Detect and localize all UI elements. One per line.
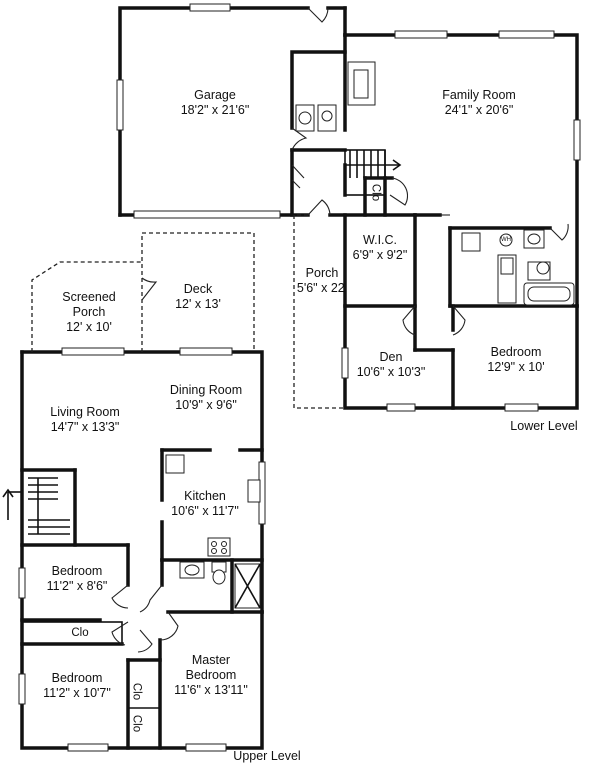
wic-label: W.I.C. 6'9" x 9'2" bbox=[353, 233, 408, 263]
porch-name: Porch bbox=[305, 266, 339, 280]
master-bedroom-name-2: Bedroom bbox=[185, 668, 237, 682]
upper-level-caption: Upper Level bbox=[233, 749, 301, 763]
upper-bedroom-2-size: 11'2" x 10'7" bbox=[43, 686, 111, 700]
lower-doors bbox=[291, 7, 569, 336]
water-heater-icon bbox=[499, 233, 513, 247]
kitchen-name: Kitchen bbox=[184, 489, 226, 503]
porch-outline bbox=[293, 214, 345, 409]
family-room-label: Family Room 24'1" x 20'6" bbox=[442, 88, 516, 118]
porch-label: Porch 5'6" x 22' bbox=[297, 266, 347, 296]
kitchen-size: 10'6" x 11'7" bbox=[171, 504, 239, 518]
master-bedroom-label: Master Bedroom 11'6" x 13'11" bbox=[174, 653, 248, 698]
garage-name: Garage bbox=[194, 88, 236, 102]
lower-windows bbox=[116, 3, 581, 412]
water-heater-label: WH bbox=[501, 237, 511, 243]
den-label: Den 10'6" x 10'3" bbox=[357, 350, 426, 380]
living-room-label: Living Room 14'7" x 13'3" bbox=[50, 405, 119, 435]
upper-stairs bbox=[2, 477, 70, 535]
screened-porch-label: Screened Porch 12' x 10' bbox=[62, 290, 116, 335]
lower-bedroom-label: Bedroom 12'9" x 10' bbox=[487, 345, 544, 375]
den-size: 10'6" x 10'3" bbox=[356, 365, 426, 379]
upper-closet-3-label: Clo bbox=[130, 714, 143, 733]
den-name: Den bbox=[379, 350, 403, 364]
living-room-name: Living Room bbox=[50, 405, 120, 419]
master-bedroom-size: 11'6" x 13'11" bbox=[174, 683, 248, 697]
garage-size: 18'2" x 21'6" bbox=[180, 103, 250, 117]
screened-porch-name-2: Porch bbox=[72, 305, 106, 319]
upper-closet-1-label: Clo bbox=[71, 627, 89, 639]
lower-bedroom-size: 12'9" x 10' bbox=[487, 360, 545, 374]
upper-bedroom-1-label: Bedroom 11'2" x 8'6" bbox=[47, 564, 108, 594]
upper-closet-2-label: Clo bbox=[130, 682, 143, 701]
master-bedroom-name-1: Master bbox=[191, 653, 231, 667]
stove bbox=[207, 537, 231, 557]
wic-walls bbox=[343, 213, 417, 308]
upper-bedroom-1-name: Bedroom bbox=[51, 564, 103, 578]
family-room-name: Family Room bbox=[442, 88, 516, 102]
lower-level-caption: Lower Level bbox=[510, 419, 578, 433]
dining-room-size: 10'9" x 9'6" bbox=[175, 398, 237, 412]
living-room-size: 14'7" x 13'3" bbox=[50, 420, 120, 434]
deck-size: 12' x 13' bbox=[175, 297, 221, 311]
deck-outline bbox=[141, 232, 255, 352]
porch-deck-outlines bbox=[31, 232, 255, 352]
deck-label: Deck 12' x 13' bbox=[175, 282, 221, 312]
deck-name: Deck bbox=[183, 282, 213, 296]
screened-porch-name-1: Screened bbox=[62, 290, 116, 304]
wic-name: W.I.C. bbox=[362, 233, 398, 247]
screened-porch-outline bbox=[31, 261, 142, 352]
lower-fixtures bbox=[295, 61, 575, 306]
upper-fixtures bbox=[2, 454, 261, 609]
upper-bedroom-2-name: Bedroom bbox=[51, 671, 103, 685]
upper-bedroom-1-size: 11'2" x 8'6" bbox=[46, 579, 108, 593]
wic-size: 6'9" x 9'2" bbox=[352, 248, 408, 262]
garage-label: Garage 18'2" x 21'6" bbox=[181, 88, 250, 118]
kitchen-label: Kitchen 10'6" x 11'7" bbox=[171, 489, 239, 519]
upper-doors bbox=[111, 277, 179, 653]
lower-closet-label: Clo bbox=[369, 183, 382, 202]
porch-size: 5'6" x 22' bbox=[296, 281, 348, 295]
upper-bedroom-2-label: Bedroom 11'2" x 10'7" bbox=[43, 671, 111, 701]
dining-room-label: Dining Room 10'9" x 9'6" bbox=[170, 383, 242, 413]
lower-bedroom-name: Bedroom bbox=[490, 345, 542, 359]
screened-porch-size: 12' x 10' bbox=[66, 320, 112, 334]
garage-walls bbox=[118, 6, 310, 217]
dining-room-name: Dining Room bbox=[169, 383, 243, 397]
family-room-size: 24'1" x 20'6" bbox=[444, 103, 514, 117]
